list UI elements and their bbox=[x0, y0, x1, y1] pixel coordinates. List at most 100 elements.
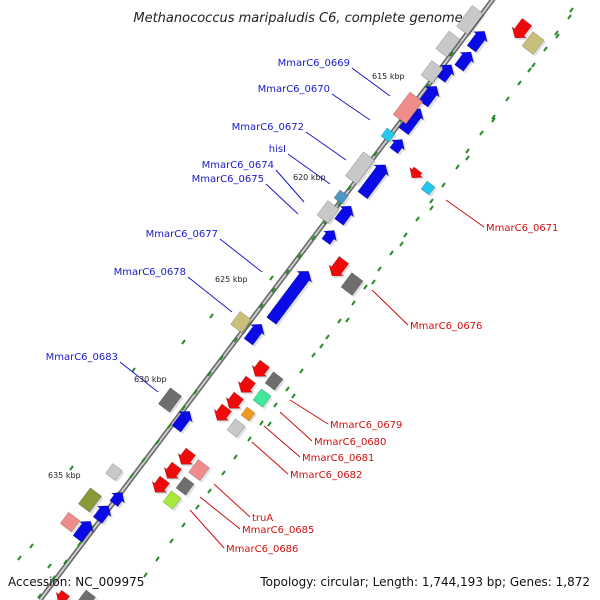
gene-blue bbox=[321, 230, 339, 247]
tick-mark bbox=[259, 420, 264, 426]
right-gene-label: truA bbox=[252, 513, 273, 524]
left-gene-label: MmarC6_0678 bbox=[114, 267, 186, 278]
tick-mark bbox=[491, 114, 496, 120]
gene-blue-shape bbox=[454, 51, 475, 72]
gene-features bbox=[55, 4, 546, 600]
left-gene-label: hisI bbox=[269, 144, 286, 155]
tick-mark bbox=[455, 164, 460, 170]
tick-mark bbox=[207, 488, 212, 494]
tick-mark bbox=[337, 318, 342, 324]
tick-mark bbox=[17, 555, 22, 561]
gene-blue bbox=[109, 492, 127, 509]
gene-blue bbox=[171, 410, 195, 435]
gene-cyan bbox=[380, 127, 397, 144]
gene-red-shape bbox=[177, 447, 197, 465]
gene-red bbox=[213, 403, 234, 423]
gene-grey-shape bbox=[316, 200, 340, 224]
gene-dark-grey bbox=[157, 387, 184, 415]
gene-cyan-shape bbox=[420, 180, 436, 196]
tick-mark bbox=[219, 355, 224, 361]
gene-orange bbox=[240, 406, 257, 423]
gene-yellow-green-shape bbox=[162, 490, 182, 510]
tick-mark bbox=[555, 33, 560, 39]
gene-blue bbox=[389, 139, 407, 156]
gene-pink bbox=[188, 458, 212, 483]
tick-mark bbox=[169, 538, 174, 544]
gene-olive bbox=[230, 310, 254, 335]
gene-dark-grey bbox=[175, 476, 196, 498]
right-gene-label: MmarC6_0680 bbox=[314, 437, 386, 448]
tick-mark bbox=[517, 80, 522, 86]
leader-line bbox=[187, 276, 233, 313]
tick-mark bbox=[285, 386, 290, 392]
gene-blue bbox=[243, 323, 267, 348]
gene-grey-shape bbox=[456, 4, 484, 36]
leader-line bbox=[279, 411, 313, 442]
gene-olive bbox=[521, 31, 546, 57]
tick-mark bbox=[554, 30, 559, 36]
gene-blue bbox=[266, 270, 314, 327]
tick-mark bbox=[247, 436, 252, 442]
kbp-marker-label: 635 kbp bbox=[48, 471, 81, 480]
gene-olive-shape bbox=[521, 31, 545, 55]
gene-blue bbox=[357, 164, 391, 201]
kbp-marker-label: 625 kbp bbox=[215, 275, 248, 284]
gene-red bbox=[237, 375, 258, 395]
gene-red bbox=[251, 359, 272, 379]
tick-mark bbox=[37, 593, 42, 599]
gene-blue-shape bbox=[435, 64, 455, 83]
right-gene-label: MmarC6_0682 bbox=[290, 470, 362, 481]
gene-pink bbox=[392, 91, 425, 126]
gene-red-shape bbox=[163, 461, 183, 479]
gene-dark-grey bbox=[340, 272, 365, 298]
right-gene-label: MmarC6_0671 bbox=[486, 223, 558, 234]
tick-mark bbox=[527, 67, 532, 73]
label-leader-lines bbox=[119, 67, 485, 549]
gene-red-shape bbox=[225, 391, 245, 409]
gene-olive-shape bbox=[230, 310, 252, 334]
leader-line bbox=[351, 67, 391, 97]
accession-text: Accession: NC_009975 bbox=[8, 575, 144, 589]
tick-mark bbox=[51, 575, 56, 581]
gene-blue-shape bbox=[92, 505, 112, 524]
gene-red bbox=[177, 447, 198, 467]
leader-line bbox=[213, 483, 251, 518]
gene-red bbox=[55, 589, 72, 600]
gene-red-shape bbox=[328, 255, 350, 277]
kbp-marker-label: 615 kbp bbox=[372, 72, 405, 81]
tick-mark bbox=[233, 337, 238, 343]
gene-blue-shape bbox=[357, 164, 389, 200]
gene-blue-shape bbox=[466, 30, 488, 53]
gene-blue-shape bbox=[334, 205, 355, 226]
tick-mark bbox=[377, 266, 382, 272]
gene-blue-shape bbox=[418, 85, 440, 108]
gene-red bbox=[511, 17, 534, 40]
tick-mark bbox=[47, 563, 52, 569]
tick-mark bbox=[363, 284, 368, 290]
gene-teal bbox=[333, 189, 350, 206]
gene-blue-shape bbox=[72, 520, 94, 543]
gene-grey bbox=[105, 463, 125, 483]
leader-line bbox=[287, 153, 331, 185]
leader-line bbox=[305, 131, 347, 161]
gene-blue-shape bbox=[266, 270, 313, 325]
tick-mark bbox=[143, 572, 148, 578]
tick-mark bbox=[371, 279, 376, 285]
leader-line bbox=[371, 289, 409, 326]
tick-mark bbox=[531, 62, 536, 68]
leader-line bbox=[119, 361, 159, 393]
gene-red-shape bbox=[151, 475, 171, 493]
tick-mark bbox=[155, 556, 160, 562]
gene-red bbox=[225, 391, 246, 411]
gene-grey bbox=[456, 4, 486, 37]
gene-dark-grey-shape bbox=[264, 371, 284, 391]
gene-red bbox=[328, 255, 351, 278]
tick-mark bbox=[373, 151, 378, 157]
tick-mark bbox=[269, 275, 274, 281]
kbp-marker-label: 630 kbp bbox=[134, 375, 167, 384]
kbp-marker-label: 620 kbp bbox=[293, 173, 326, 182]
leader-line bbox=[445, 199, 485, 228]
gene-red bbox=[163, 461, 184, 481]
tick-mark bbox=[543, 46, 548, 52]
